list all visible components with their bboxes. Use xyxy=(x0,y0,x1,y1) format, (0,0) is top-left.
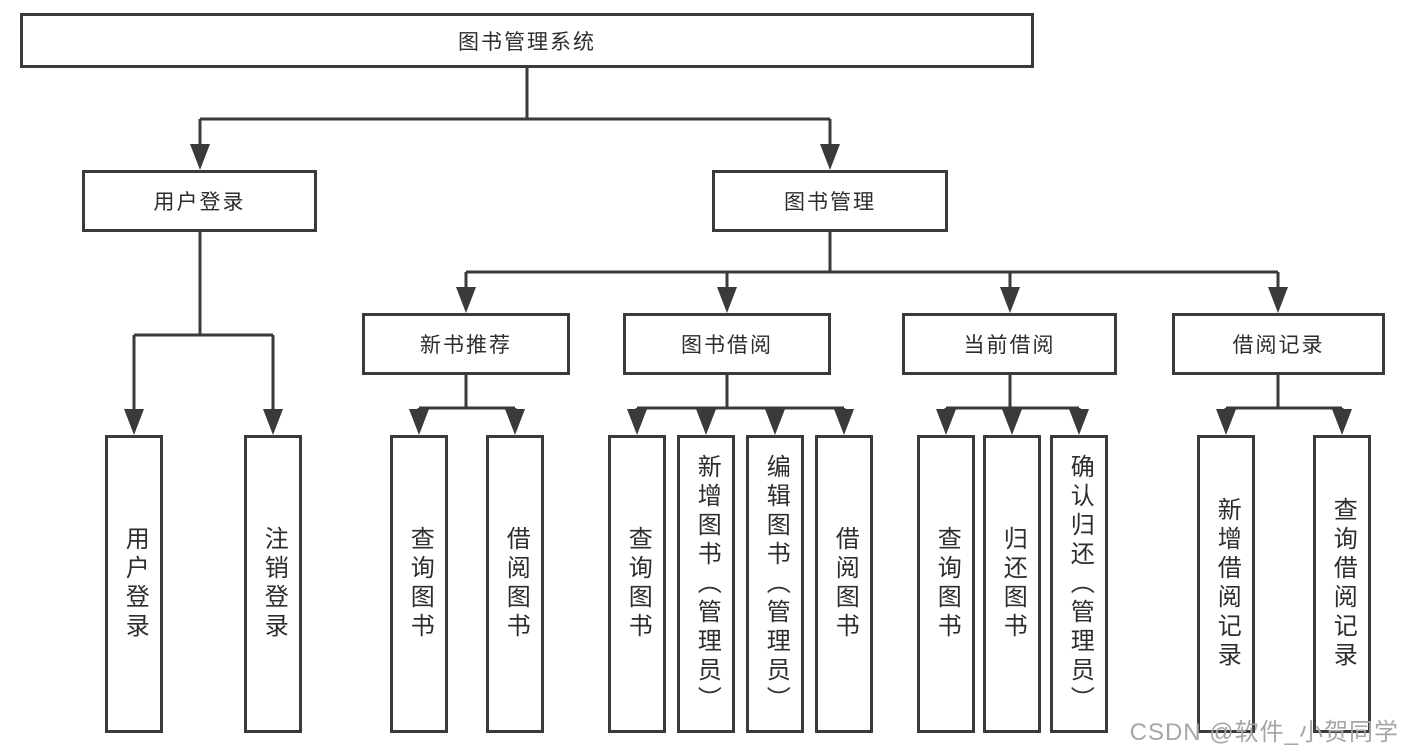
node-bb-borrow-book: 借阅图书 xyxy=(815,435,873,733)
node-borrow-record: 借阅记录 xyxy=(1172,313,1385,375)
node-new-book-recommend-label: 新书推荐 xyxy=(420,334,512,357)
node-user-login: 用户登录 xyxy=(82,170,317,232)
node-br-add-record-label: 新增借阅记录 xyxy=(1213,497,1241,671)
node-book-management: 图书管理 xyxy=(712,170,948,232)
node-cb-return-book-label: 归还图书 xyxy=(999,526,1027,642)
node-current-borrow-label: 当前借阅 xyxy=(963,334,1056,357)
node-book-borrow: 图书借阅 xyxy=(623,313,831,375)
node-nbr-query-book-label: 查询图书 xyxy=(406,526,434,642)
node-bb-query-book-label: 查询图书 xyxy=(624,526,652,642)
node-borrow-record-label: 借阅记录 xyxy=(1232,334,1325,357)
node-book-management-label: 图书管理 xyxy=(784,191,876,214)
node-bb-edit-book-admin: 编辑图书（管理员） xyxy=(746,435,804,733)
node-cb-confirm-return-admin: 确认归还（管理员） xyxy=(1050,435,1108,733)
node-bb-borrow-book-label: 借阅图书 xyxy=(831,526,859,642)
node-logout: 注销登录 xyxy=(244,435,302,733)
node-bb-query-book: 查询图书 xyxy=(608,435,666,733)
node-nbr-borrow-book-label: 借阅图书 xyxy=(502,526,530,642)
node-br-add-record: 新增借阅记录 xyxy=(1197,435,1255,733)
node-nbr-query-book: 查询图书 xyxy=(390,435,448,733)
node-cb-confirm-return-admin-label: 确认归还（管理员） xyxy=(1066,453,1094,715)
node-bb-add-book-admin-label: 新增图书（管理员） xyxy=(693,453,721,715)
node-bb-edit-book-admin-label: 编辑图书（管理员） xyxy=(762,453,790,715)
node-cb-return-book: 归还图书 xyxy=(983,435,1041,733)
node-cb-query-book-label: 查询图书 xyxy=(933,526,961,642)
node-login: 用户登录 xyxy=(105,435,163,733)
node-br-query-record-label: 查询借阅记录 xyxy=(1329,497,1357,671)
watermark: CSDN @软件_小贺同学 xyxy=(1129,719,1399,746)
node-new-book-recommend: 新书推荐 xyxy=(362,313,570,375)
node-book-borrow-label: 图书借阅 xyxy=(681,334,773,357)
arrowheads xyxy=(124,144,1352,435)
node-logout-label: 注销登录 xyxy=(260,526,288,642)
node-nbr-borrow-book: 借阅图书 xyxy=(486,435,544,733)
node-current-borrow: 当前借阅 xyxy=(902,313,1117,375)
node-user-login-label: 用户登录 xyxy=(153,191,246,214)
node-cb-query-book: 查询图书 xyxy=(917,435,975,733)
node-login-label: 用户登录 xyxy=(121,526,149,642)
node-br-query-record: 查询借阅记录 xyxy=(1313,435,1371,733)
node-root-label: 图书管理系统 xyxy=(458,30,596,54)
node-root: 图书管理系统 xyxy=(20,13,1034,68)
node-bb-add-book-admin: 新增图书（管理员） xyxy=(677,435,735,733)
